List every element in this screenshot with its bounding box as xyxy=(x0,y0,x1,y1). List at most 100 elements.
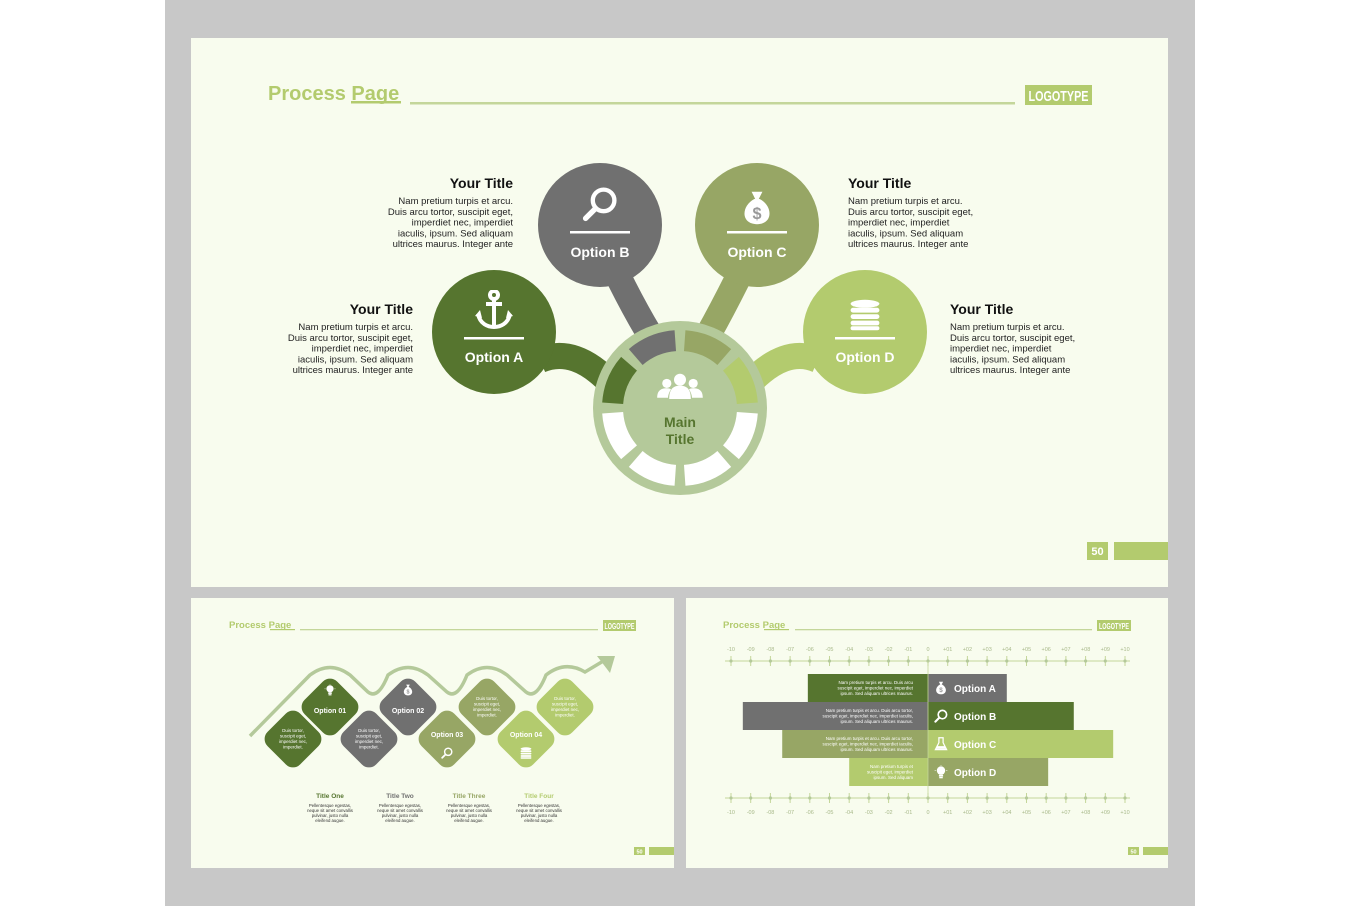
bar-left xyxy=(742,702,928,730)
option-b-bubble[interactable]: Option B xyxy=(538,163,662,287)
option-label: Option B xyxy=(570,244,629,260)
diamond-text-line: imperdiet nec, xyxy=(551,707,579,712)
axis-tick-label: -08 xyxy=(766,810,774,816)
axis-tick-label: +06 xyxy=(1042,647,1051,653)
description-diamond: Duis tortor,suscipit eget,imperdiet nec,… xyxy=(262,708,324,770)
axis-tick-dot xyxy=(788,659,792,663)
diamond-text-line: imperdiet. xyxy=(359,745,379,750)
step-title: Title One xyxy=(316,793,344,800)
step-text-line: eleifend augue. xyxy=(315,818,344,823)
page-bar xyxy=(1114,542,1168,560)
axis-tick-label: 0 xyxy=(926,647,929,653)
axis-tick-label: -10 xyxy=(727,647,735,653)
axis-tick-dot xyxy=(847,796,851,800)
axis-tick-label: -06 xyxy=(806,647,814,653)
axis-tick-dot xyxy=(965,659,970,663)
bar-text-line: ipsum. Sed aliquam ultrices maurus. xyxy=(840,719,913,724)
option-label: Option 02 xyxy=(392,708,424,715)
axis-tick-label: -04 xyxy=(845,647,853,653)
option-diamond[interactable]: Option 04 xyxy=(492,705,560,773)
step-text-line: Pellentesque egestas, xyxy=(518,803,560,808)
step-text-line: Pellentesque egestas, xyxy=(448,803,490,808)
text-block-line: imperdiet nec, imperdiet xyxy=(412,218,514,229)
bar-label: Option C xyxy=(954,740,996,751)
step-text-line: Pellentesque egestas, xyxy=(309,803,351,808)
bar-row[interactable]: Nam pretium turpis et arcu. Duis arcu to… xyxy=(782,730,1114,758)
axis-tick-dot xyxy=(1064,796,1068,800)
axis-tick-dot xyxy=(808,659,812,663)
axis-tick-dot xyxy=(867,796,871,800)
axis-tick-dot xyxy=(768,796,773,800)
axis-tick-dot xyxy=(1103,659,1107,663)
option-label: Option D xyxy=(835,349,894,365)
option-c-bubble[interactable]: Option C xyxy=(695,163,819,287)
diamond-text-line: imperdiet. xyxy=(477,713,497,718)
main-title-ring[interactable]: Main Title xyxy=(593,321,767,495)
step-text-line: eleifend augue. xyxy=(385,818,414,823)
header-rule xyxy=(300,629,598,631)
bar-left xyxy=(807,674,928,702)
option-diamond[interactable]: Option 01 xyxy=(296,673,364,741)
page-bar xyxy=(1143,847,1168,855)
main-slide-background xyxy=(191,38,1168,587)
axis-tick-label: -07 xyxy=(786,647,794,653)
axis-tick-dot xyxy=(729,659,733,663)
bar-text-line: suscipit eget, imperdiet nec, imperdiet … xyxy=(822,742,913,747)
axis-tick-label: +02 xyxy=(963,647,972,653)
bar-label: Option D xyxy=(954,768,996,779)
axis-tick-dot xyxy=(1084,796,1088,800)
axis-tick-label: -09 xyxy=(747,810,755,816)
axis-tick-dot xyxy=(808,796,812,800)
axis-tick-dot xyxy=(1024,659,1029,663)
axis-tick-dot xyxy=(1044,659,1048,663)
text-block-line: ultrices maurus. Integer ante xyxy=(950,365,1070,376)
bar-right xyxy=(928,702,1074,730)
axis-tick-dot xyxy=(906,659,910,663)
text-block-line: Nam pretium turpis et arcu. xyxy=(950,322,1065,333)
bar-text-line: Nam pretium turpis et arcu. Duis arcu to… xyxy=(826,708,913,713)
divider xyxy=(464,337,524,340)
bar-text-line: suscipit eget, imperdiet nec, imperdiet … xyxy=(822,714,913,719)
step-text-line: Pellentesque egestas, xyxy=(379,803,421,808)
option-a-bubble[interactable]: Option A xyxy=(432,270,556,394)
option-diamond[interactable]: Option 03 xyxy=(413,705,481,773)
axis-tick-label: +05 xyxy=(1022,647,1031,653)
axis-tick-label: -07 xyxy=(786,810,794,816)
bar-row[interactable]: Nam pretium turpis et arcu. Duis arcu to… xyxy=(742,702,1074,730)
step-title: Title Two xyxy=(386,793,414,800)
text-block-line: Nam pretium turpis et arcu. xyxy=(848,196,963,207)
text-block-line: iaculis, ipsum. Sed aliquam xyxy=(950,354,1065,365)
diamond-text-line: imperdiet nec, xyxy=(279,739,307,744)
step-text-line: neque sit amet convallis xyxy=(446,808,492,813)
diamond-text-line: imperdiet. xyxy=(283,745,303,750)
text-block-line: imperdiet nec, imperdiet xyxy=(950,344,1052,355)
axis-tick-label: +08 xyxy=(1081,810,1090,816)
axis-tick-dot xyxy=(1103,796,1107,800)
diamond-text-line: Duis tortor, xyxy=(476,696,498,701)
axis-tick-dot xyxy=(985,659,989,663)
option-d-bubble[interactable]: Option D xyxy=(803,270,927,394)
bar-row[interactable]: Nam pretium turpis et arcu. Duis arcusus… xyxy=(807,674,1007,702)
diamond-text-line: imperdiet nec, xyxy=(473,707,501,712)
bar-text-line: suscipit eget, imperdiet xyxy=(867,770,914,775)
axis-tick-label: +04 xyxy=(1002,810,1011,816)
text-block-line: iaculis, ipsum. Sed aliquam xyxy=(398,228,513,239)
axis-tick-label: +10 xyxy=(1120,647,1129,653)
axis-tick-label: -05 xyxy=(826,810,834,816)
axis-tick-label: -10 xyxy=(727,810,735,816)
diamond-text-line: Duis tortor, xyxy=(358,728,380,733)
axis-tick-label: +03 xyxy=(982,647,991,653)
axis-tick-label: -02 xyxy=(885,647,893,653)
bar-right xyxy=(928,730,1114,758)
axis-tick-label: +02 xyxy=(963,810,972,816)
axis-tick-label: +07 xyxy=(1061,647,1070,653)
axis-tick-dot xyxy=(1064,659,1068,663)
step-title: Title Four xyxy=(524,793,554,800)
axis-tick-dot xyxy=(867,659,871,663)
axis-tick-label: -06 xyxy=(806,810,814,816)
diamond-text-line: suscipit eget, xyxy=(474,702,500,707)
option-diamond[interactable]: Option 02 xyxy=(374,673,442,741)
axis-tick-dot xyxy=(887,796,891,800)
